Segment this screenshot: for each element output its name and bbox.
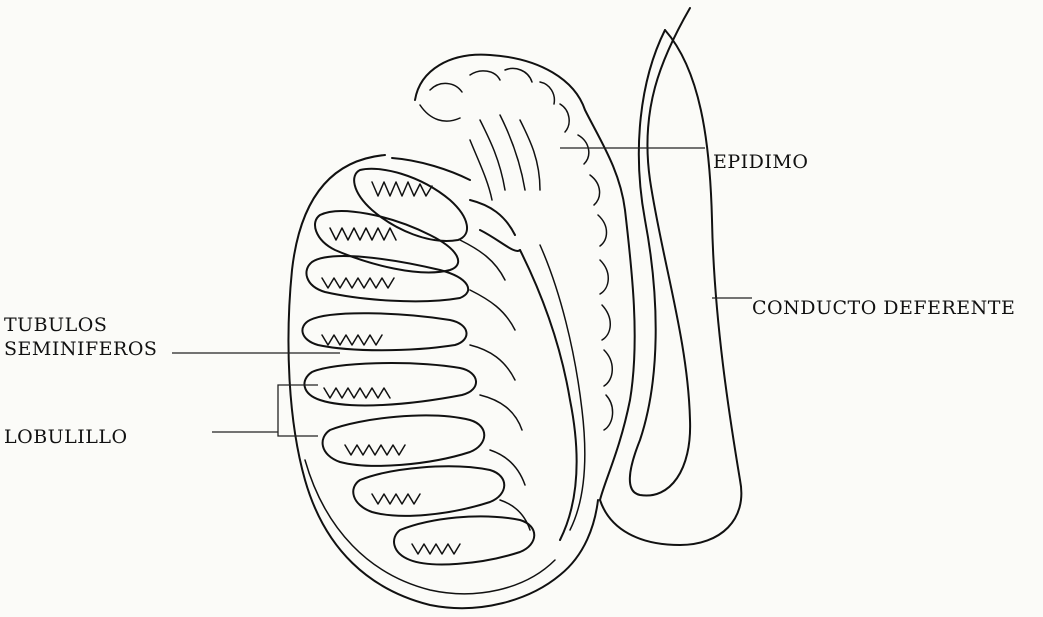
label-epidimo: EPIDIMO [713, 150, 808, 174]
testis-capsule [288, 155, 598, 608]
label-conducto-deferente: CONDUCTO DEFERENTE [752, 296, 1015, 320]
lobules [302, 169, 534, 565]
label-tubulos-line1: TUBULOS [4, 313, 107, 337]
label-tubulos-line2: SEMINIFEROS [4, 337, 157, 361]
label-lobulillo: LOBULILLO [4, 425, 128, 449]
leader-lines [172, 148, 752, 436]
vas-deferens [600, 8, 741, 545]
lobulillo-bracket [278, 385, 318, 436]
